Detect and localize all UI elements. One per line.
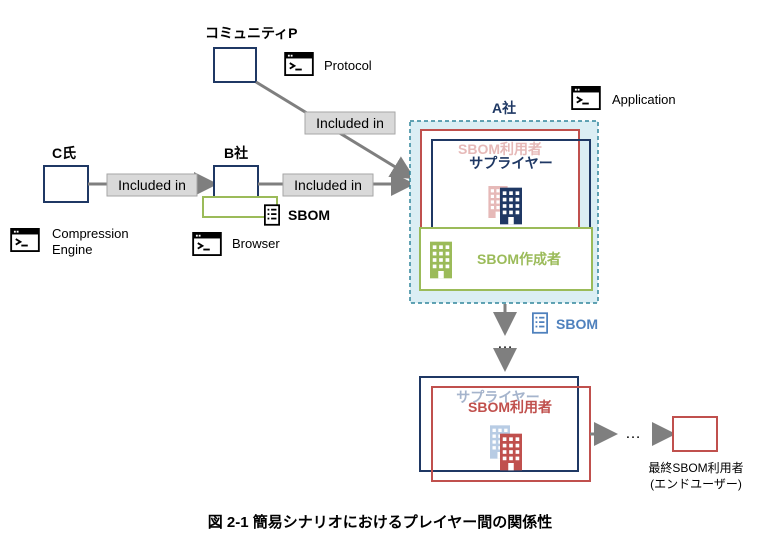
compression-label-1: Compression — [52, 226, 129, 241]
b-company-label: B社 — [224, 145, 248, 161]
c-company-box — [43, 165, 89, 203]
flow-sbom-doc-icon — [532, 312, 548, 334]
community-label: コミュニティP — [205, 25, 298, 41]
edge-box-c — [106, 173, 198, 197]
edge-box-b — [282, 173, 374, 197]
protocol-terminal-icon — [284, 52, 314, 76]
protocol-label: Protocol — [324, 58, 372, 73]
b-sbom-doc-icon — [264, 204, 280, 226]
c-company-label: C氏 — [52, 145, 76, 161]
figure-caption: 図 2-1 簡易シナリオにおけるプレイヤー間の関係性 — [208, 513, 553, 531]
compression-label-2: Engine — [52, 242, 92, 257]
b-company-box — [213, 165, 259, 201]
downstream-supplier-box — [419, 376, 579, 472]
edge-label-community: Included in — [316, 115, 384, 131]
edge-label-c: Included in — [118, 177, 186, 193]
a-sbom-user-label: SBOM利用者 — [458, 141, 542, 157]
a-supplier-building-icon — [500, 187, 522, 225]
downstream-sbom-user-building-icon — [500, 433, 522, 471]
ellipsis-vertical: … — [497, 335, 513, 352]
b-sbom-label: SBOM — [288, 207, 330, 223]
edge-label-b: Included in — [294, 177, 362, 193]
flow-sbom-label: SBOM — [556, 316, 598, 332]
end-user-label-2: (エンドユーザー) — [650, 477, 742, 491]
browser-label: Browser — [232, 236, 280, 251]
application-terminal-icon — [571, 86, 601, 110]
edge-box-community — [304, 111, 396, 135]
ellipsis-horizontal: … — [625, 425, 641, 442]
a-sbom-creator-building-icon — [430, 241, 452, 279]
a-company-label: A社 — [492, 100, 516, 116]
compression-terminal-icon — [10, 228, 40, 252]
downstream-sbom-user-label: SBOM利用者 — [468, 399, 552, 415]
end-user-label-1: 最終SBOM利用者 — [648, 460, 743, 475]
end-user-box — [672, 416, 718, 452]
a-supplier-label: サプライヤー — [469, 155, 553, 171]
browser-terminal-icon — [192, 232, 222, 256]
downstream-supplier-label: サプライヤー — [456, 389, 540, 405]
community-box — [213, 47, 257, 83]
application-label: Application — [612, 92, 676, 107]
a-sbom-creator-label: SBOM作成者 — [477, 251, 561, 267]
